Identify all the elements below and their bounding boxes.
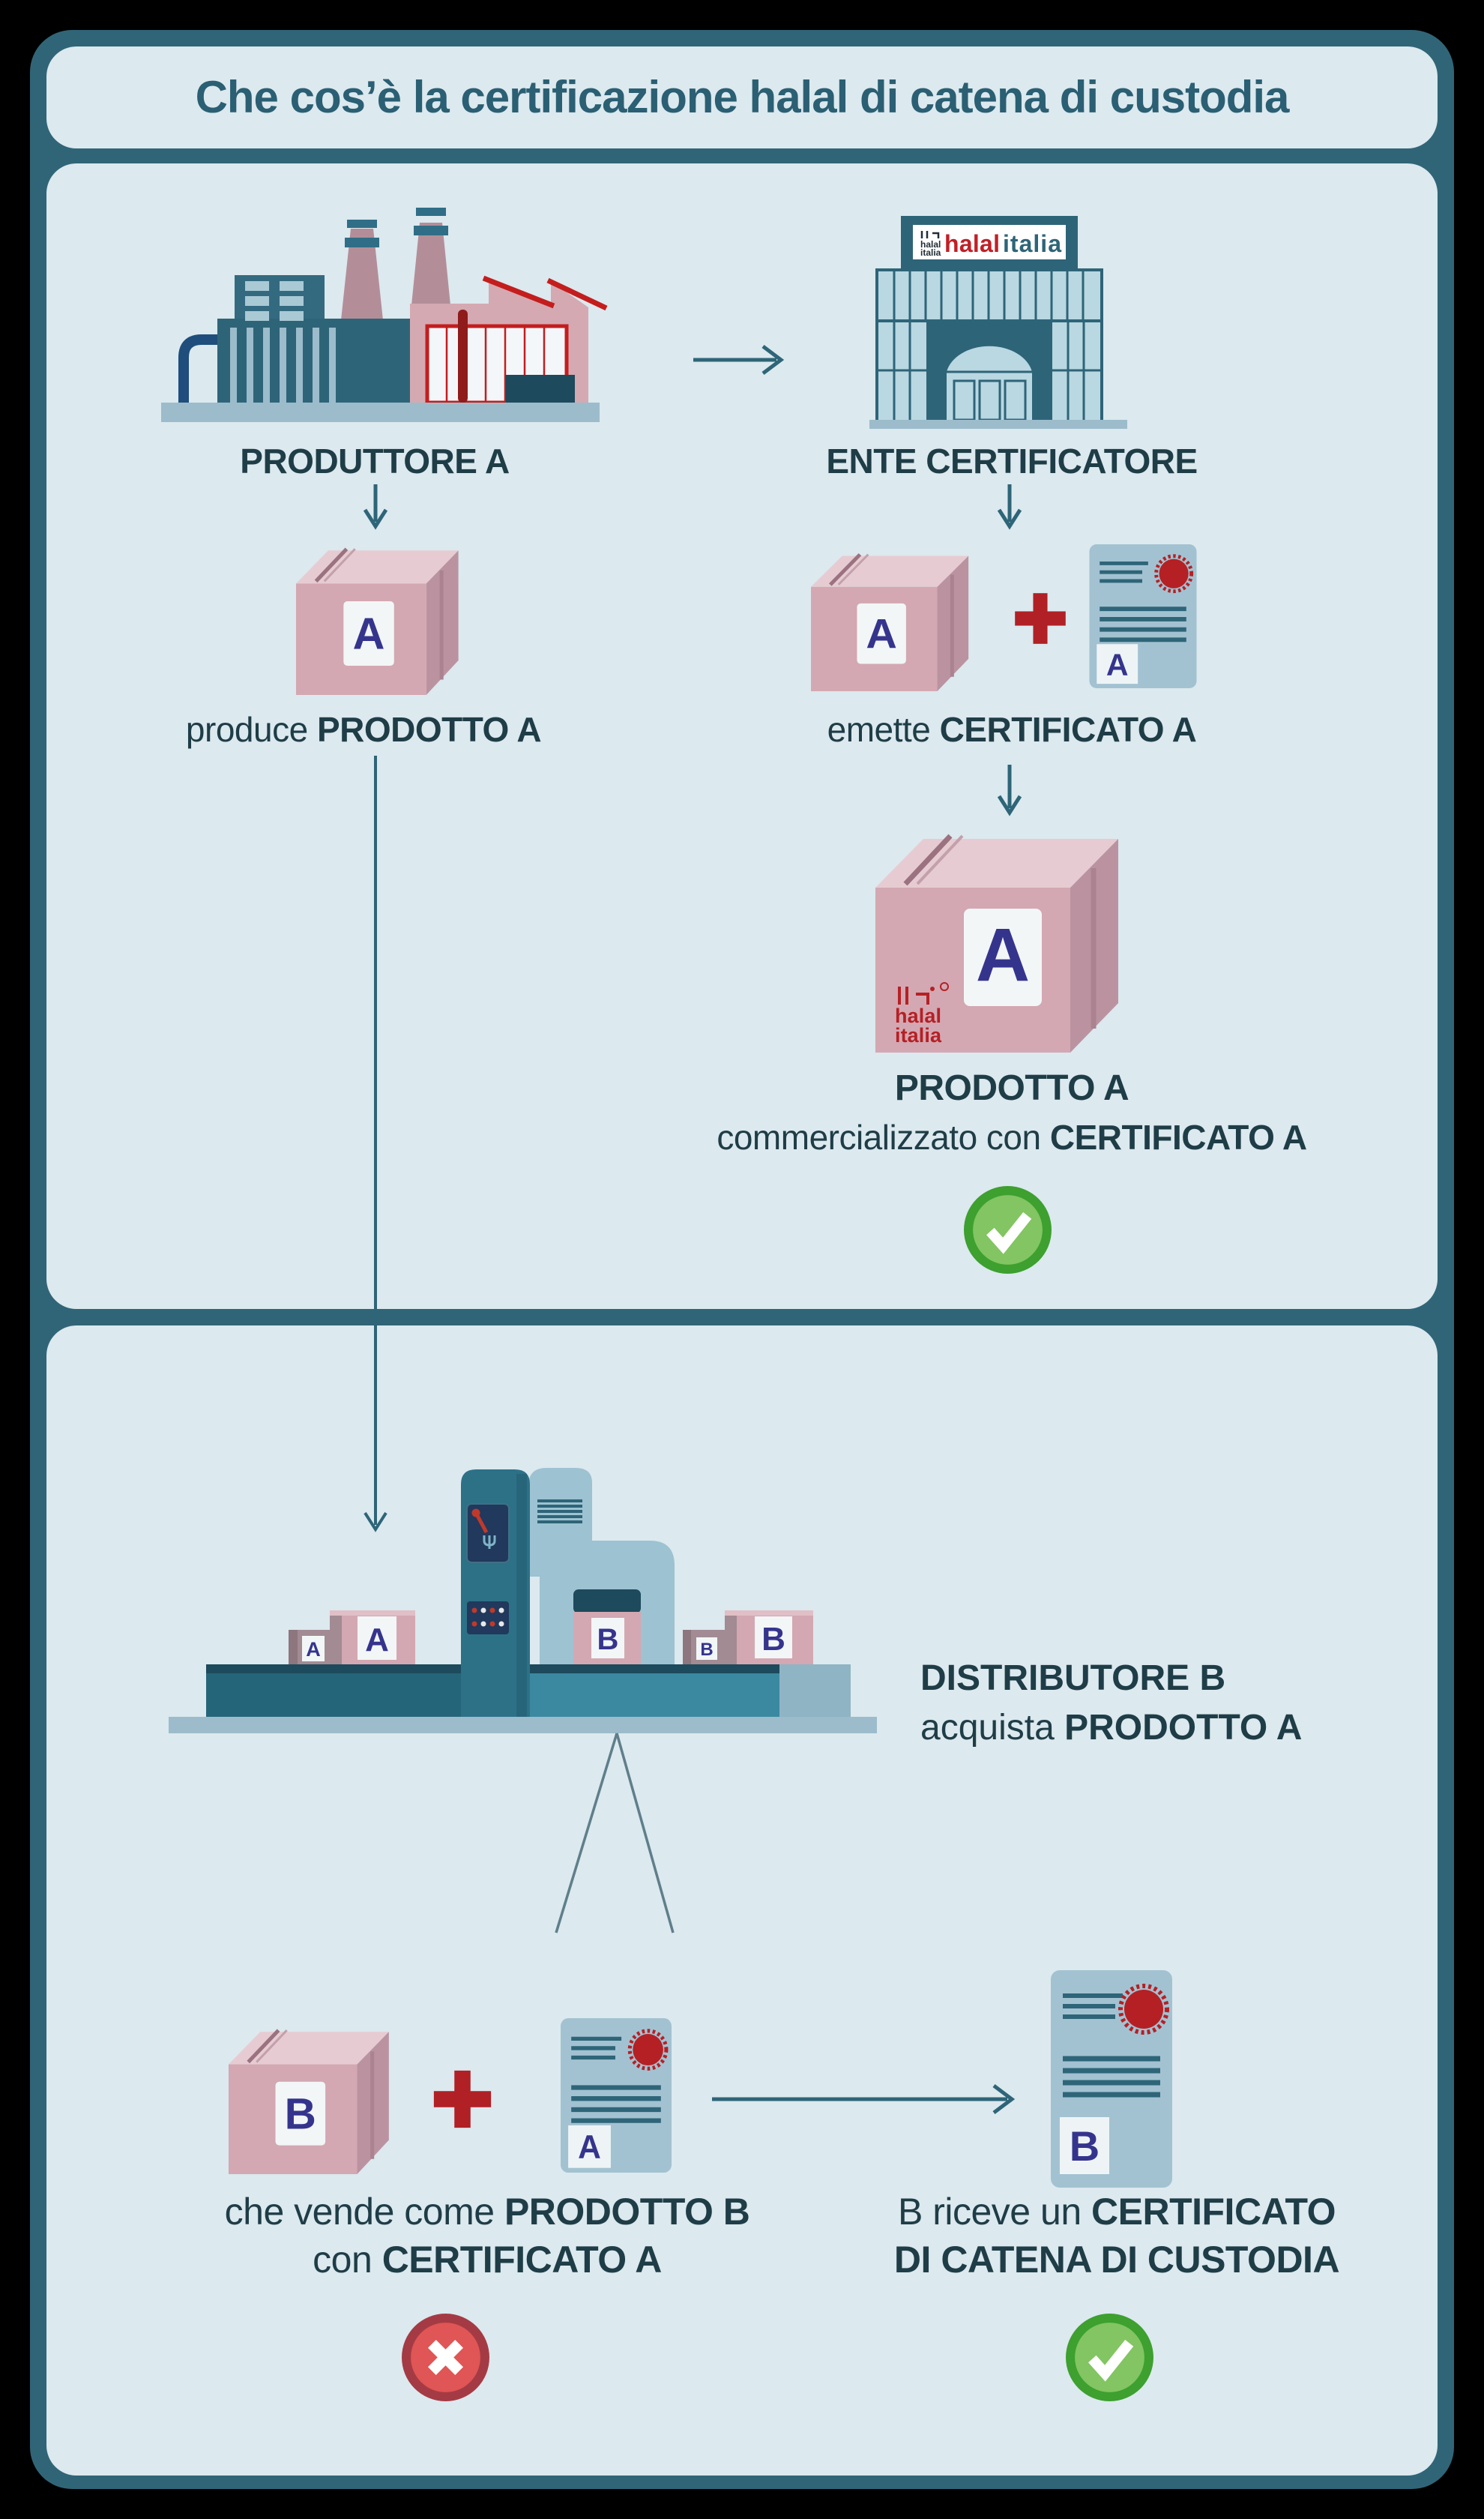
certificate-body-lines (1063, 2056, 1160, 2098)
check-icon (1066, 2314, 1153, 2401)
produce-caption: produce PRODOTTO A (185, 710, 542, 749)
certificate-text-lines (571, 2036, 622, 2060)
certificate-b-icon: B (1051, 1970, 1172, 2188)
svg-text:halal: halal (895, 1005, 941, 1027)
box-letter: A (976, 913, 1030, 997)
distributor-machine-illustration: B A A B B (169, 1468, 877, 1733)
distribution-flow-panel (46, 1325, 1438, 2476)
result-caption-line2: commercializzato con CERTIFICATO A (717, 1118, 1307, 1157)
vent-icon (537, 1499, 582, 1523)
box-letter: A (353, 608, 385, 658)
plus-icon (433, 2070, 492, 2128)
belt-box-letter: B (761, 1621, 785, 1658)
certificate-letter: B (1070, 2122, 1100, 2170)
sell-caption: che vende come PRODOTTO B con CERTIFICAT… (224, 2191, 750, 2281)
certificate-body-lines (1100, 607, 1186, 642)
certificate-text-lines (1063, 1993, 1123, 2019)
sign-halal-text: halal (944, 230, 1000, 257)
halalitalia-mini-logo-icon: halal italia (920, 231, 941, 258)
certificate-body-lines (571, 2085, 661, 2123)
seal-icon (1124, 1990, 1163, 2029)
certificate-letter: A (578, 2129, 601, 2166)
seal-icon (633, 2034, 663, 2066)
distributor-caption: DISTRIBUTORE B acquista PRODOTTO A (920, 1658, 1303, 1748)
factory-illustration (161, 208, 608, 422)
check-icon (964, 1186, 1052, 1274)
lever-icon (474, 1511, 489, 1534)
certifier-label: ENTE CERTIFICATORE (826, 442, 1198, 481)
halalitalia-logo-icon: halal italia (895, 982, 949, 1047)
halalitalia-sign (913, 225, 1066, 259)
box-letter: B (285, 2089, 316, 2138)
certificate-letter: A (1106, 647, 1129, 681)
belt-box-letter: A (306, 1638, 321, 1661)
glass-mullions-sides (878, 322, 1100, 420)
factory-stripes (230, 328, 336, 403)
sign-italia-text: italia (1003, 230, 1061, 257)
seal-icon (1159, 559, 1189, 589)
plus-icon (1015, 593, 1066, 644)
button-panel (467, 1601, 509, 1634)
glass-mullions-top (893, 271, 1085, 319)
cross-icon (402, 2314, 489, 2401)
factory-windows (245, 281, 304, 321)
fork-glyph-icon (483, 1535, 496, 1549)
belt-box-letter: A (365, 1622, 389, 1658)
certified-product-a-box-icon: A halal italia (875, 834, 1118, 1053)
svg-text:halal: halal (920, 239, 941, 250)
svg-text:italia: italia (895, 1024, 942, 1047)
title-card: Che cos’è la certificazione halal di cat… (46, 46, 1438, 148)
buttons-icon (471, 1607, 504, 1627)
certificate-a-icon: A (561, 2018, 672, 2173)
emette-caption: emette CERTIFICATO A (827, 710, 1197, 749)
certificate-a-icon: A (1089, 544, 1197, 688)
product-a-box-icon: A (296, 547, 459, 695)
producer-label: PRODUTTORE A (240, 442, 510, 481)
belt-box-letter: B (700, 1640, 713, 1660)
svg-text:italia: italia (920, 247, 941, 258)
box-letter: A (866, 610, 897, 657)
page-title: Che cos’è la certificazione halal di cat… (195, 72, 1290, 122)
certifier-building-illustration: halal italia halal italia (869, 216, 1127, 429)
product-b-box-icon: B (229, 2029, 389, 2174)
product-a-box-icon: A (811, 553, 969, 691)
receive-caption: B riceve un CERTIFICATO DI CATENA DI CUS… (893, 2191, 1340, 2281)
certificate-text-lines (1100, 562, 1148, 583)
belt-box-letter: B (597, 1623, 619, 1656)
result-caption-line1: PRODOTTO A (894, 1068, 1129, 1108)
